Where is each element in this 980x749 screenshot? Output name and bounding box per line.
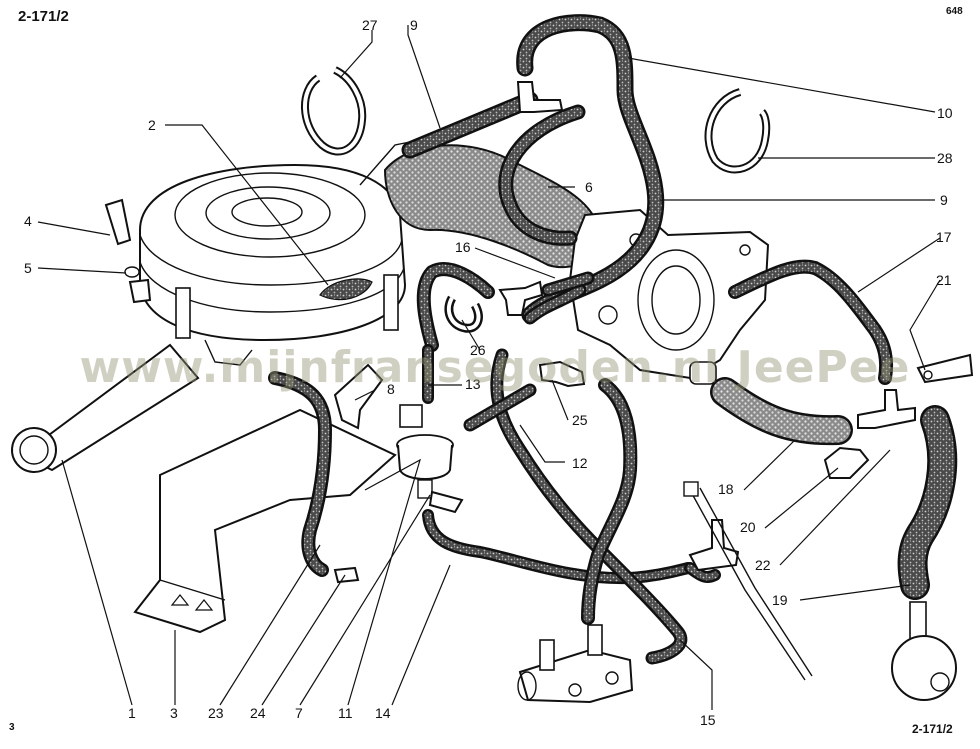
distribution-valve (517, 624, 634, 704)
callout-15: 15 (700, 712, 716, 728)
callout-13: 13 (465, 376, 481, 392)
duct-tube (11, 343, 200, 473)
pressure-valve (396, 404, 464, 514)
callout-7: 7 (295, 705, 303, 721)
callout-24: 24 (250, 705, 266, 721)
callout-26: 26 (470, 342, 486, 358)
callout-10: 10 (937, 105, 953, 121)
callout-1: 1 (128, 705, 136, 721)
callout-2: 2 (148, 117, 156, 133)
drawing-code-top-right: 648 (946, 6, 963, 17)
callout-21: 21 (936, 272, 952, 288)
leader-lines (37, 25, 941, 710)
drawing-code-top-left: 2-171/2 (18, 8, 69, 25)
callout-27: 27 (362, 17, 378, 33)
callout-labels: 1 2 3 4 5 6 7 8 9 9 10 11 12 13 14 15 16… (24, 17, 953, 728)
callout-18: 18 (718, 481, 734, 497)
watermark-text: www.mijnfransegoden.nl JeePee (79, 342, 911, 393)
callout-6: 6 (585, 179, 593, 195)
callout-17: 17 (936, 229, 952, 245)
callout-22: 22 (755, 557, 771, 573)
callout-4: 4 (24, 213, 32, 229)
air-filter-housing (139, 139, 421, 366)
callout-25: 25 (572, 412, 588, 428)
callout-8: 8 (387, 381, 395, 397)
callout-5: 5 (24, 260, 32, 276)
vacuum-capsule (891, 601, 957, 701)
callout-14: 14 (375, 705, 391, 721)
callout-20: 20 (740, 519, 756, 535)
callout-9-top: 9 (410, 17, 418, 33)
sensor-bracket (333, 363, 384, 430)
callout-9-right: 9 (940, 192, 948, 208)
callout-19: 19 (772, 592, 788, 608)
drawing-code-bottom-right: 2-171/2 (912, 722, 953, 736)
callout-28: 28 (937, 150, 953, 166)
hoses (268, 14, 958, 665)
mounting-bracket (133, 408, 397, 634)
drawing-code-bottom-left: 3 (9, 722, 15, 733)
callout-23: 23 (208, 705, 224, 721)
callout-11: 11 (338, 705, 353, 721)
carburettor-body (568, 208, 770, 385)
intake-duct (383, 144, 602, 269)
callout-16: 16 (455, 239, 471, 255)
callout-12: 12 (572, 455, 588, 471)
callout-3: 3 (170, 705, 178, 721)
